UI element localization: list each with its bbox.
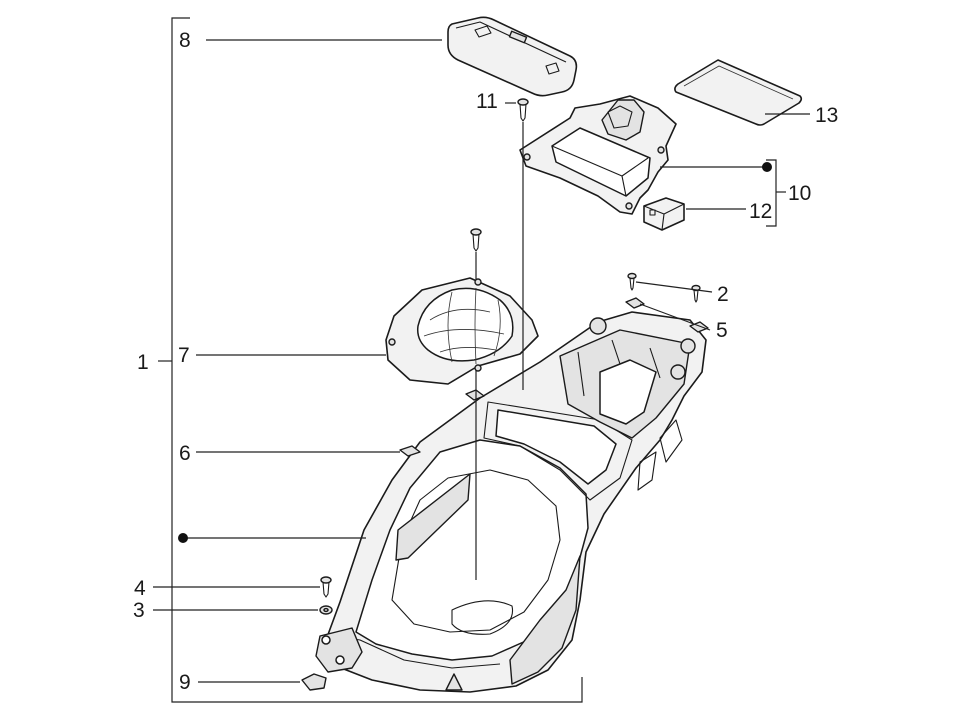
part-11-screw bbox=[517, 98, 529, 122]
part-7-screw bbox=[470, 228, 482, 252]
part-12-clip bbox=[643, 197, 685, 231]
part-7-helmet-cover bbox=[385, 277, 539, 385]
callout-5: 5 bbox=[716, 319, 728, 342]
callout-3: 3 bbox=[133, 599, 145, 622]
part-13-pad bbox=[674, 59, 803, 126]
callout-labels: 1 2 3 4 5 6 7 8 9 10 11 12 13 bbox=[133, 29, 838, 694]
ref-dot-1 bbox=[178, 533, 188, 543]
part-9-latch bbox=[301, 673, 327, 691]
callout-1: 1 bbox=[137, 351, 149, 374]
part-2-screws bbox=[627, 272, 701, 303]
callout-12: 12 bbox=[749, 200, 772, 223]
part-1-storage-body bbox=[315, 311, 707, 693]
ref-dot-10 bbox=[762, 162, 772, 172]
callout-13: 13 bbox=[815, 104, 838, 127]
part-6-clip bbox=[399, 389, 485, 457]
bracket-group-1 bbox=[158, 17, 583, 703]
part-3-washer bbox=[319, 605, 333, 615]
callout-8: 8 bbox=[179, 29, 191, 52]
callout-11: 11 bbox=[476, 90, 498, 113]
callout-10: 10 bbox=[788, 182, 811, 205]
callout-7: 7 bbox=[178, 344, 190, 367]
callout-4: 4 bbox=[134, 577, 146, 600]
callout-2: 2 bbox=[717, 283, 729, 306]
part-8-lid bbox=[447, 16, 578, 97]
callout-6: 6 bbox=[179, 442, 191, 465]
part-10-tray bbox=[519, 95, 677, 215]
leader-lines bbox=[153, 39, 810, 683]
callout-9: 9 bbox=[179, 671, 191, 694]
part-4-screw bbox=[320, 576, 332, 598]
